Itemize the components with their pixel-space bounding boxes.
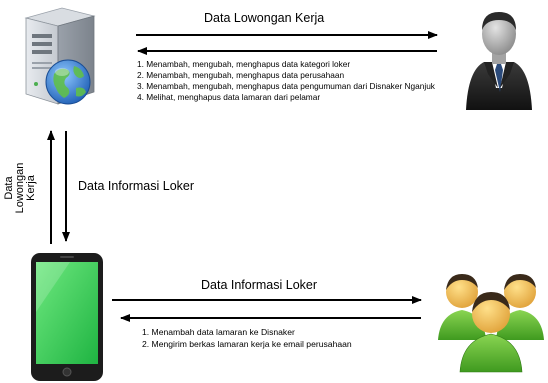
middle-left-label: Data Lowongan Kerja [3,162,37,214]
list-item: 3. Menambah, mengubah, menghapus data pe… [137,81,435,91]
bottom-flow-label: Data Informasi Loker [201,278,318,292]
list-item: 1. Menambah, mengubah, menghapus data ka… [137,59,351,69]
list-item: 1. Menambah data lamaran ke Disnaker [142,327,295,337]
businessman-icon [466,12,532,110]
list-item: 2. Menambah, mengubah, menghapus data pe… [137,70,345,80]
bottom-flow-list: 1. Menambah data lamaran ke Disnaker 2. … [142,326,352,350]
top-flow-label: Data Lowongan Kerja [204,11,325,25]
top-flow-list: 1. Menambah, mengubah, menghapus data ka… [137,59,435,103]
list-item: 4. Melihat, menghapus data lamaran dari … [137,92,321,102]
list-item: 2. Mengirim berkas lamaran kerja ke emai… [142,339,352,349]
middle-right-label: Data Informasi Loker [78,179,195,193]
users-group-icon [438,274,544,373]
smartphone-icon [31,253,103,381]
server-globe-icon [24,7,96,105]
